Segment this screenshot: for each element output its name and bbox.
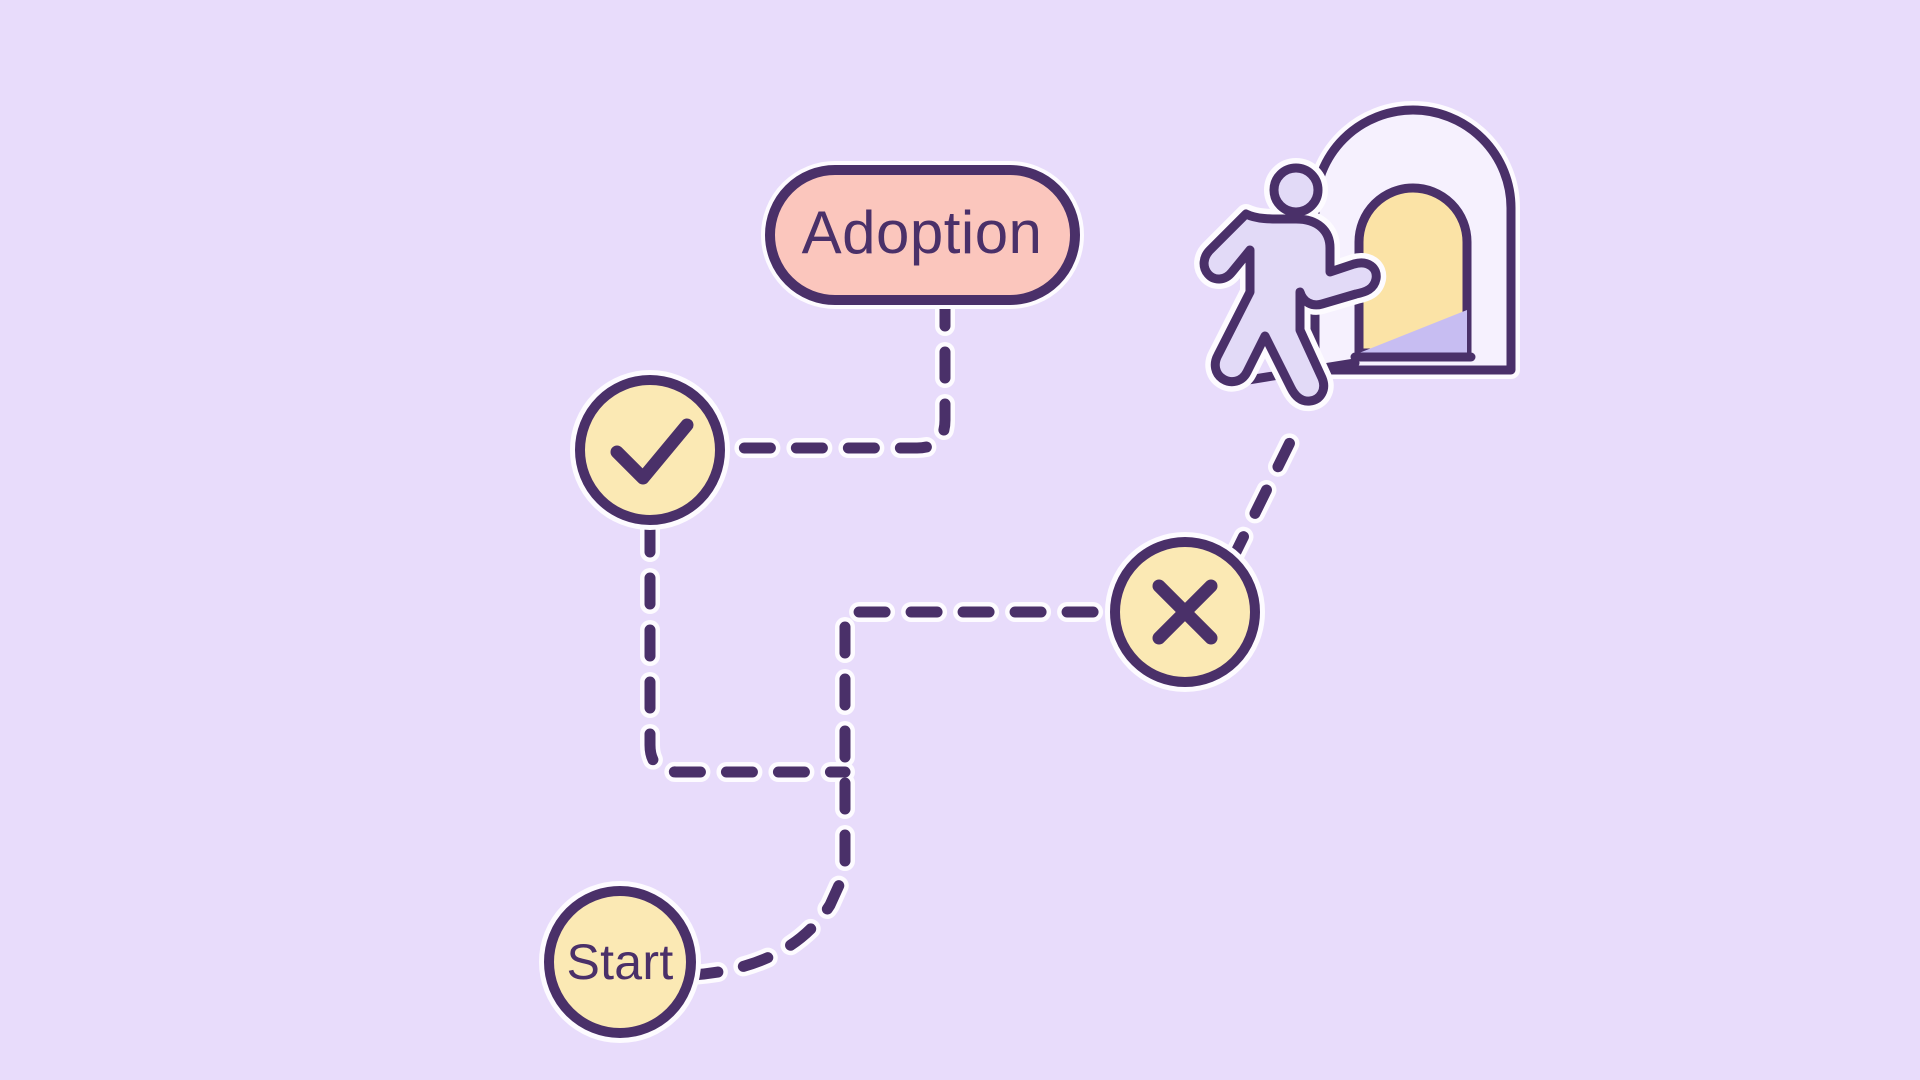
- check-node[interactable]: [570, 370, 730, 530]
- start-node[interactable]: Start: [539, 881, 701, 1043]
- adoption-pill-shape[interactable]: [765, 165, 1080, 305]
- connector-start-to-x: [686, 606, 1116, 981]
- walking-person: [1194, 158, 1387, 412]
- door-floor: [1359, 310, 1467, 353]
- connector-group: [640, 290, 1310, 985]
- check-icon: [610, 418, 694, 485]
- arched-doorway: [1243, 101, 1520, 385]
- connector-check-downward: [644, 520, 851, 778]
- adoption-pill[interactable]: Adoption: [761, 161, 1084, 309]
- connector-x-to-person: [1226, 416, 1306, 566]
- x-node[interactable]: [1105, 532, 1265, 692]
- start-node-label: Start: [566, 934, 673, 990]
- person-head: [1269, 163, 1323, 217]
- check-node-circle[interactable]: [575, 375, 725, 525]
- start-node-circle[interactable]: [544, 886, 696, 1038]
- close-icon: [1152, 579, 1218, 645]
- person-body: [1199, 209, 1381, 406]
- adoption-pill-label: Adoption: [802, 199, 1043, 266]
- connector-adoption-to-check: [726, 294, 951, 454]
- door-opening: [1354, 183, 1472, 358]
